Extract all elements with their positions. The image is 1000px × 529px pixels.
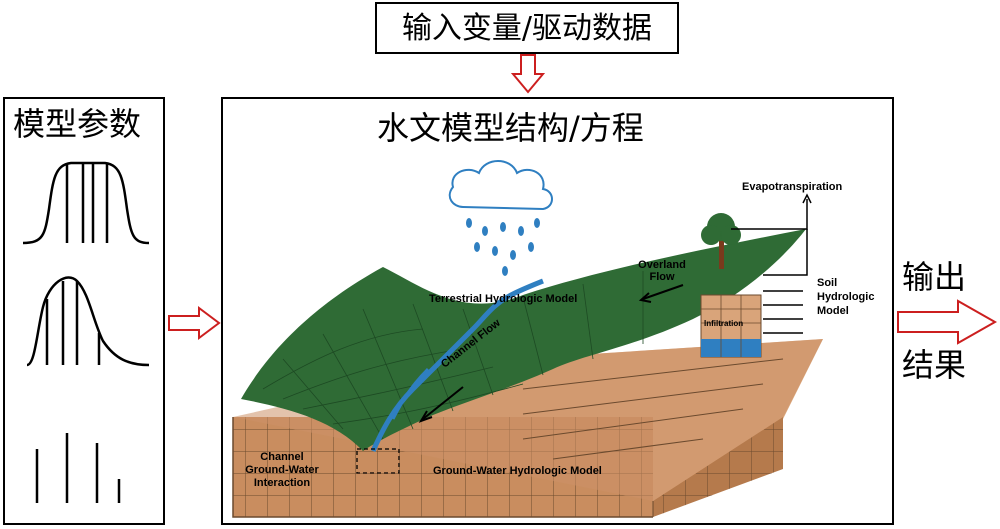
overland-flow-label-2: Flow	[649, 271, 675, 283]
evapotranspiration-label: Evapotranspiration	[742, 181, 843, 193]
soil-model-label-3: Model	[817, 305, 849, 317]
input-variables-label: 输入变量/驱动数据	[401, 11, 653, 46]
infiltration-label: Infiltration	[704, 319, 744, 328]
overland-flow-arrow	[642, 284, 684, 300]
model-structure-title: 水文模型结构/方程	[377, 109, 644, 147]
overland-flow-label-1: Overland	[638, 259, 686, 271]
skewed-distribution-icon	[26, 276, 150, 367]
channel-interaction-box	[356, 448, 400, 474]
discrete-distribution-icon	[35, 433, 121, 503]
uniform-distribution-icon	[22, 161, 150, 245]
down-arrow-icon	[511, 54, 545, 94]
soil-model-label-1: Soil	[817, 277, 838, 289]
tree-icon	[701, 213, 741, 269]
right-arrow-icon	[168, 306, 221, 340]
soil-column	[700, 294, 762, 358]
soil-model-arrows	[763, 290, 803, 334]
input-variables-box: 输入变量/驱动数据	[375, 2, 679, 54]
channel-gw-label-1: Channel	[260, 451, 304, 463]
channel-gw-label-2: Ground-Water	[245, 464, 319, 476]
terrestrial-model-label: Terrestrial Hydrologic Model	[429, 293, 578, 305]
groundwater-model-label: Ground-Water Hydrologic Model	[433, 465, 602, 477]
output-label-2: 结果	[902, 346, 967, 384]
output-label-1: 输出	[902, 258, 967, 296]
watershed-diagram	[232, 160, 823, 518]
rain-cloud-icon	[448, 160, 553, 276]
terrestrial-surface	[241, 229, 806, 453]
hydrologic-model-box: 水文模型结构/方程	[221, 97, 894, 525]
channel-flow-arrow	[422, 386, 464, 420]
model-parameters-title: 模型参数	[13, 105, 142, 143]
model-parameters-box: 模型参数	[3, 97, 165, 525]
channel-stream	[370, 278, 544, 453]
soil-model-label-2: Hydrologic	[817, 291, 875, 303]
channel-gw-label-3: Interaction	[253, 477, 311, 489]
soil-block	[232, 339, 823, 518]
evapotranspiration-arrow	[731, 193, 812, 276]
output-arrow-icon	[897, 299, 998, 345]
